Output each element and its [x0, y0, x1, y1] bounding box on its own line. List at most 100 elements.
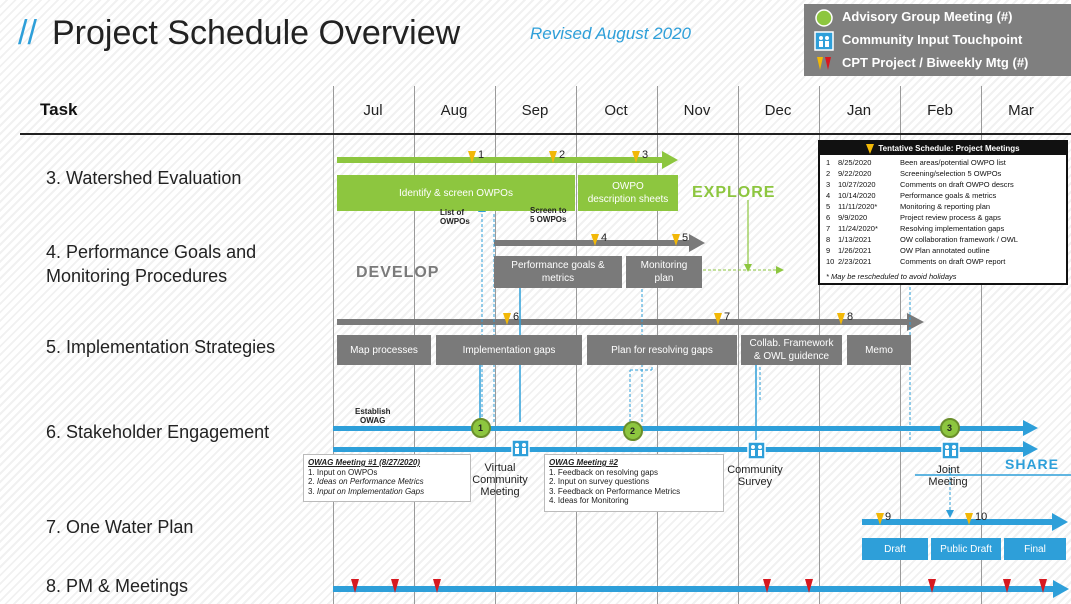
row-date: 2/23/2021	[838, 257, 872, 266]
connector-arrowhead	[744, 264, 752, 272]
bar-plan-resolving-gaps: Plan for resolving gaps	[587, 335, 737, 365]
cpt-number-7: 7	[724, 311, 731, 323]
engagement-arrow-top	[333, 426, 1023, 431]
meetings-table-title: Tentative Schedule: Project Meetings	[820, 142, 1066, 155]
row-text: Monitoring & reporting plan	[900, 202, 991, 211]
owag2-item-1: Feedback on resolving gaps	[557, 467, 658, 477]
legend-row-community: Community Input Touchpoint	[804, 29, 1071, 51]
pm-arrow-head	[1053, 580, 1069, 598]
engagement-arrow-bottom-head	[1023, 441, 1038, 457]
legend-label-advisory: Advisory Group Meeting (#)	[842, 9, 1013, 24]
month-sep: Sep	[521, 102, 549, 119]
month-divider	[333, 86, 334, 604]
cpt-number-3: 3	[642, 149, 649, 161]
biweekly-marker	[763, 579, 771, 593]
virtual-line2: Community	[472, 474, 528, 486]
row-date: 11/24/2020*	[838, 224, 878, 233]
advisory-number-2: 2	[630, 426, 636, 436]
meetings-table-title-text: Tentative Schedule: Project Meetings	[878, 144, 1020, 153]
bar-monitoring-plan: Monitoring plan	[626, 256, 702, 288]
cpt-marker-10	[965, 513, 973, 525]
pm-arrow	[333, 586, 1053, 592]
yellow-red-marker-icon	[817, 57, 831, 70]
row-text: Resolving implementation gaps	[900, 224, 1005, 233]
row-number: 2	[826, 169, 831, 178]
advisory-meeting-circle-1	[471, 418, 491, 438]
watershed-arrow-head	[662, 151, 678, 169]
bar-performance-goals: Performance goals & metrics	[494, 256, 622, 288]
row-date: 11/11/2020*	[838, 202, 878, 211]
bar-collab-line2: & OWL guidence	[753, 351, 830, 362]
month-jan: Jan	[846, 102, 872, 119]
row-number: 9	[826, 246, 831, 255]
legend-row-advisory: Advisory Group Meeting (#)	[804, 6, 1071, 28]
row-text: OW Plan annotated outline	[900, 246, 990, 255]
cpt-marker-8	[837, 313, 845, 325]
cpt-marker-4	[591, 234, 599, 246]
annotation-establish-2: OWAG	[360, 416, 386, 425]
annotation-list-owpos-2: OWPOs	[440, 217, 470, 226]
month-jul: Jul	[363, 102, 383, 119]
legend: Advisory Group Meeting (#) Community Inp…	[804, 4, 1071, 76]
touchpoint-virtual-meeting: Virtual Community Meeting	[468, 462, 532, 498]
task-column-header: Task	[40, 100, 78, 119]
annotation-establish-1: Establish	[355, 407, 391, 416]
row-number: 4	[826, 191, 831, 200]
cpt-number-8: 8	[847, 311, 854, 323]
row-number: 8	[826, 235, 831, 244]
owag1-item-1: Input on OWPOs	[316, 467, 378, 477]
biweekly-marker	[391, 579, 399, 593]
community-people-icon	[511, 439, 530, 458]
bar-collab-framework: Collab. Framework & OWL guidence	[741, 335, 842, 365]
row-date: 9/9/2020	[838, 213, 868, 222]
task-one-water-plan: 7. One Water Plan	[46, 517, 194, 537]
note-owag-meeting-2: OWAG Meeting #2 1. Feedback on resolving…	[544, 454, 724, 512]
implementation-arrow-head	[907, 313, 924, 331]
bar-collab-line1: Collab. Framework	[749, 338, 834, 349]
implementation-arrow	[337, 319, 907, 325]
row-date: 9/22/2020	[838, 169, 872, 178]
cpt-number-1: 1	[478, 149, 485, 161]
cpt-marker-3	[632, 151, 640, 163]
owag2-item-4: Ideas for Monitoring	[557, 496, 629, 505]
joint-line1: Joint	[936, 464, 960, 476]
row-text: OW collaboration framework / OWL	[900, 235, 1018, 244]
meetings-table-footnote: * May be rescheduled to avoid holidays	[826, 272, 957, 281]
cpt-number-6: 6	[513, 311, 520, 323]
survey-line2: Survey	[737, 476, 773, 488]
bar-owpo-line1: OWPO	[612, 181, 644, 192]
bar-monitor-line2: plan	[654, 273, 674, 284]
month-feb: Feb	[927, 102, 953, 119]
bar-public-draft: Public Draft	[931, 538, 1001, 560]
owag2-item-3: Feedback on Performance Metrics	[557, 486, 681, 496]
table-row: 2 9/22/2020 Screening/selection 5 OWPOs	[826, 169, 1001, 179]
cpt-number-4: 4	[601, 232, 608, 244]
bar-owpo-line2: description sheets	[587, 194, 669, 205]
bar-perf-line2: metrics	[541, 273, 575, 284]
watershed-arrow	[337, 157, 662, 163]
task-monitoring-procedures: Monitoring Procedures	[46, 266, 228, 286]
row-number: 6	[826, 213, 831, 222]
virtual-line1: Virtual	[484, 462, 516, 474]
row-number: 10	[826, 257, 835, 266]
row-date: 1/13/2021	[838, 235, 872, 244]
row-text: Comments on draft OWP report	[900, 257, 1006, 266]
row-text: Screening/selection 5 OWPOs	[900, 169, 1002, 178]
row-number: 1	[826, 158, 831, 167]
advisory-meeting-circle-3	[940, 418, 960, 438]
performance-arrow-head	[689, 234, 705, 252]
community-people-icon	[941, 441, 960, 460]
cpt-marker-2	[549, 151, 557, 163]
row-date: 8/25/2020	[838, 158, 872, 167]
yellow-marker-icon	[866, 143, 875, 154]
virtual-line3: Meeting	[480, 486, 520, 498]
cpt-marker-5	[672, 234, 680, 246]
legend-label-cpt: CPT Project / Biweekly Mtg (#)	[842, 55, 1029, 70]
month-divider	[738, 86, 739, 604]
connector-arrowhead	[776, 266, 784, 274]
